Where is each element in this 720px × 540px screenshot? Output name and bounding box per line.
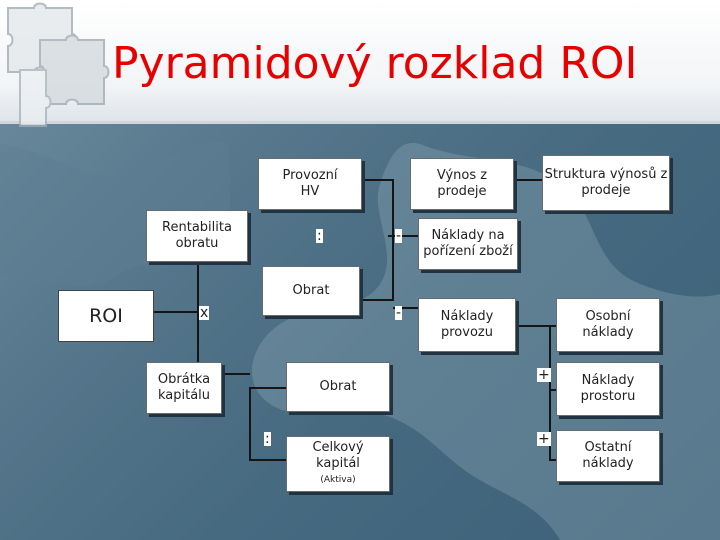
celkovy-kapital-label: Celkový kapitál bbox=[312, 440, 363, 472]
obratka-kapitalu-box: Obrátka kapitálu bbox=[146, 362, 222, 414]
roi-box: ROI bbox=[58, 290, 154, 342]
divide-operator-bottom: : bbox=[264, 432, 271, 446]
obrat-top-box: Obrat bbox=[262, 266, 360, 316]
osobni-naklady-box: Osobní náklady bbox=[556, 298, 660, 352]
minus-operator-2: - bbox=[395, 306, 402, 320]
vynos-z-prodeje-box: Výnos z prodeje bbox=[410, 158, 514, 210]
multiply-operator: x bbox=[199, 306, 209, 320]
rentabilita-obratu-box: Rentabilita obratu bbox=[146, 210, 248, 262]
plus-operator-1: + bbox=[537, 368, 551, 382]
plus-operator-2: + bbox=[537, 432, 551, 446]
celkovy-kapital-box: Celkový kapitál (Aktiva) bbox=[286, 436, 390, 492]
naklady-porizeni-box: Náklady na pořízení zboží bbox=[418, 218, 518, 270]
ostatni-naklady-box: Ostatní náklady bbox=[556, 430, 660, 482]
naklady-provozu-box: Náklady provozu bbox=[418, 298, 516, 352]
obrat-bottom-box: Obrat bbox=[286, 362, 390, 412]
aktiva-label: (Aktiva) bbox=[320, 472, 355, 488]
provozni-hv-box: Provozní HV bbox=[258, 158, 362, 210]
naklady-prostoru-box: Náklady prostoru bbox=[556, 362, 660, 416]
minus-operator-1: - bbox=[395, 229, 402, 243]
divide-operator-top: : bbox=[316, 229, 323, 243]
struktura-vynosu-box: Struktura výnosů z prodeje bbox=[542, 155, 670, 211]
